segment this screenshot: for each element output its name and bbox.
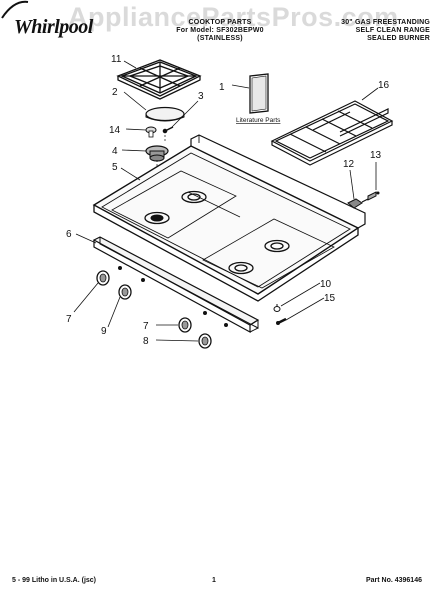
brand-logo: Whirlpool (14, 16, 93, 38)
control-panel (92, 236, 260, 334)
footer-print-info: 5 - 99 Litho in U.S.A. (jsc) (12, 577, 97, 584)
callout-number: 11 (111, 54, 122, 65)
callout-number: 3 (198, 91, 204, 102)
literature-parts (249, 73, 269, 114)
watermark-text: AppliancePartsPros.com (68, 2, 399, 32)
literature-parts-label: Literature Parts (236, 117, 281, 124)
burner-cap (145, 106, 185, 122)
screw-part (276, 317, 287, 325)
callout-number: 12 (343, 159, 355, 170)
diagram-title-block: COOKTOP PARTS For Model: SF302BEPW0 (STA… (150, 19, 290, 43)
product-feature: SELF CLEAN RANGE (355, 27, 430, 34)
callout-number: 4 (112, 146, 118, 157)
callout-numbers: 11 2 3 1 16 14 4 5 12 13 6 10 15 7 9 7 8 (66, 54, 390, 347)
callout-number: 7 (66, 314, 72, 325)
cooktop-burner-left-front (144, 211, 170, 225)
ignition-switch (367, 191, 380, 201)
callout-number: 2 (112, 87, 118, 98)
callout-number: 14 (109, 125, 121, 136)
cooktop-burner-right-front (228, 261, 254, 275)
burner-type: SEALED BURNER (367, 35, 430, 42)
control-knob (178, 317, 192, 333)
callout-number: 8 (143, 336, 149, 347)
callout-number: 16 (378, 80, 390, 91)
cooktop-panel (92, 134, 366, 302)
callout-number: 5 (112, 162, 118, 173)
burner-base (145, 145, 169, 162)
callout-number: 6 (66, 229, 72, 240)
finish-label: (STAINLESS) (197, 35, 243, 42)
control-knob (118, 284, 132, 300)
product-type: 30" GAS FREESTANDING (341, 19, 430, 26)
callout-number: 7 (143, 321, 149, 332)
clip-part (273, 304, 281, 312)
cooktop-grates-pair (270, 100, 394, 166)
footer-part-number: Part No. 4396146 (365, 577, 422, 584)
callout-leaders (73, 60, 379, 342)
brand-swoosh-icon (1, 0, 29, 19)
spark-electrode (145, 126, 157, 138)
model-number: For Model: SF302BEPW0 (176, 27, 264, 34)
callout-number: 9 (101, 326, 107, 337)
product-description-block: 30" GAS FREESTANDING SELF CLEAN RANGE SE… (318, 19, 430, 43)
cooktop-burner-left-rear (181, 190, 207, 204)
control-knob (198, 333, 212, 349)
burner-screw (162, 126, 174, 134)
diagram-title: COOKTOP PARTS (188, 19, 252, 26)
callout-number: 10 (320, 279, 332, 290)
callout-number: 1 (219, 82, 225, 93)
callout-number: 13 (370, 150, 382, 161)
callout-number: 15 (324, 293, 336, 304)
burner-grate (116, 59, 202, 100)
footer-page-number: 1 (212, 577, 216, 584)
cooktop-burner-right-rear (264, 239, 290, 253)
control-knob (96, 270, 110, 286)
